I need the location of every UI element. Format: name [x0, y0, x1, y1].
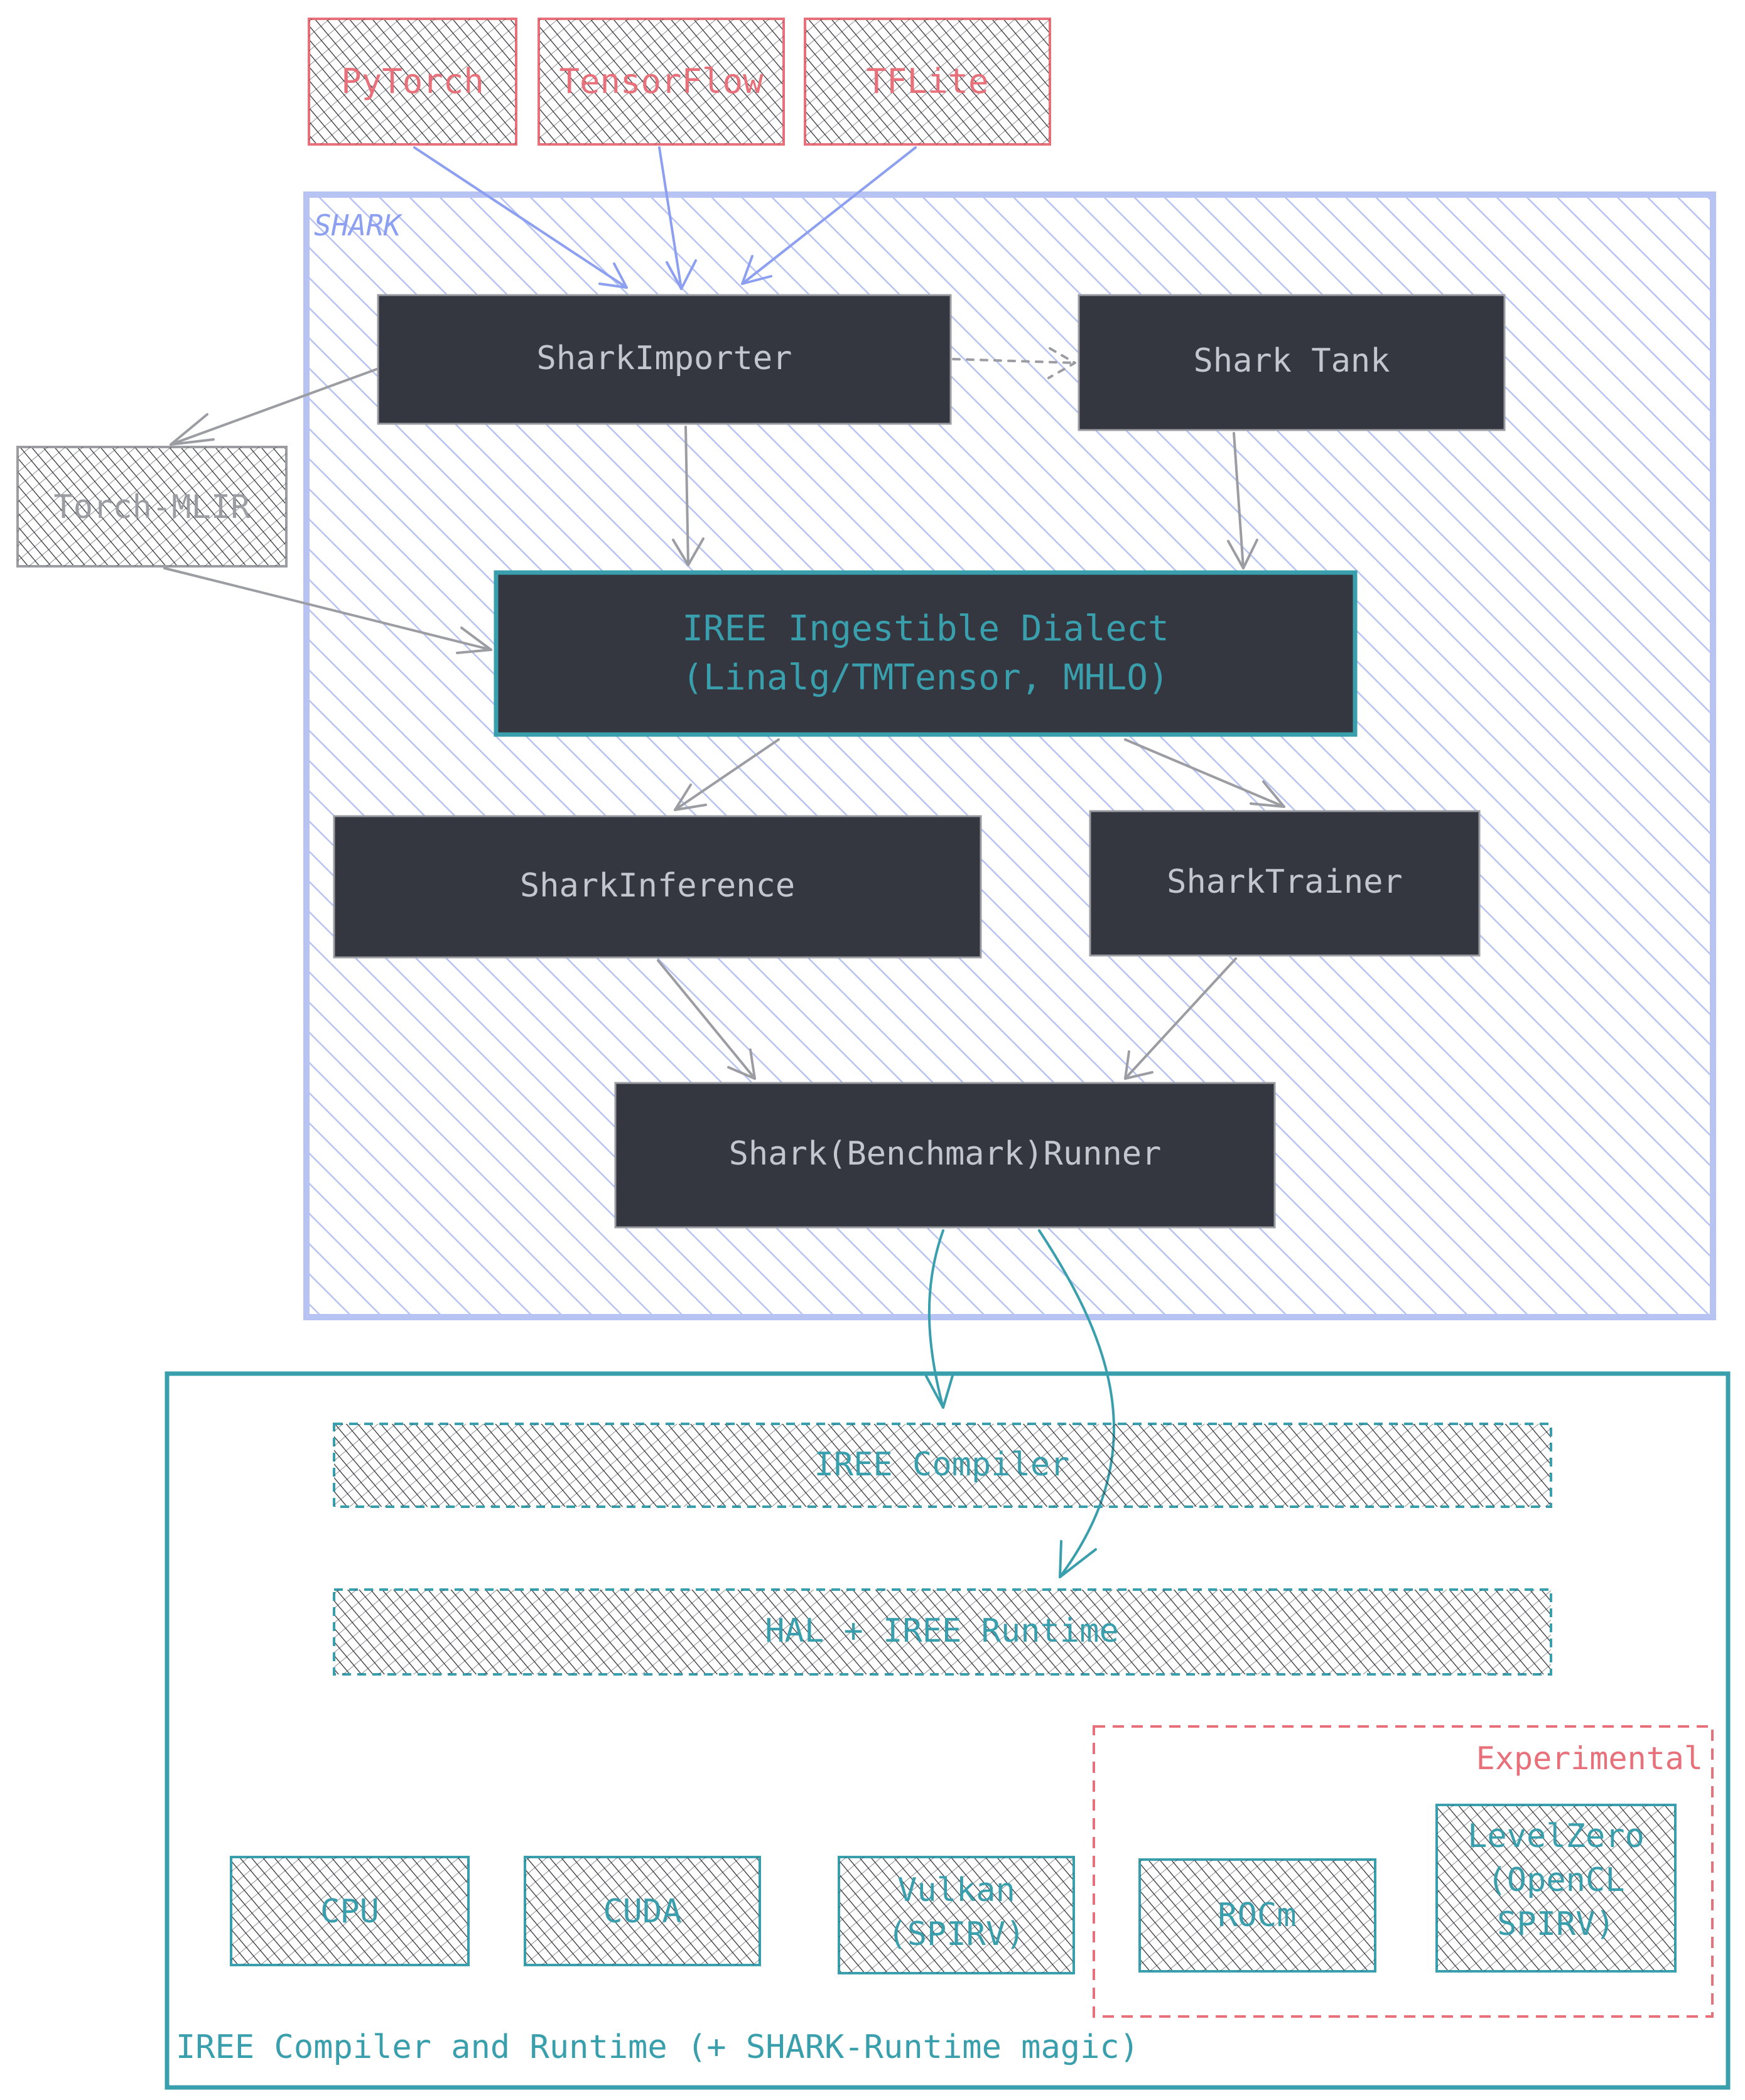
- iree-runtime-bar: HAL + IREE Runtime: [333, 1588, 1552, 1676]
- backend-rocm: ROCm: [1138, 1858, 1376, 1973]
- iree-runtime-label: HAL + IREE Runtime: [765, 1612, 1119, 1650]
- backend-vulkan: Vulkan (SPIRV): [838, 1856, 1075, 1974]
- shark-tank-label: Shark Tank: [1193, 342, 1390, 380]
- iree-dialect-line1: IREE Ingestible Dialect: [682, 608, 1169, 649]
- tflite-label: TFLite: [866, 62, 988, 101]
- shark-trainer-label: SharkTrainer: [1167, 863, 1403, 901]
- arrow-torch-mlir-to-dialect: [163, 567, 492, 651]
- experimental-group: Experimental: [1093, 1725, 1714, 2018]
- shark-importer-label: SharkImporter: [537, 340, 792, 377]
- arrow-pytorch-to-importer: [413, 146, 628, 289]
- backend-cpu-label: CPU: [320, 1893, 379, 1930]
- shark-runner-label: Shark(Benchmark)Runner: [729, 1135, 1162, 1173]
- torch-mlir-box: Torch-MLIR: [16, 446, 288, 568]
- pytorch-label: PyTorch: [341, 62, 484, 101]
- shark-importer-node: SharkImporter: [377, 294, 952, 425]
- tensorflow-label: TensorFlow: [559, 62, 764, 101]
- iree-compiler-bar: IREE Compiler: [333, 1423, 1552, 1508]
- arrow-runner-to-runtime: [1038, 1229, 1115, 1578]
- arrow-tank-to-dialect: [1233, 432, 1245, 569]
- tflite-box: TFLite: [804, 18, 1051, 146]
- arrow-tensorflow-to-importer: [658, 146, 683, 290]
- torch-mlir-label: Torch-MLIR: [53, 488, 251, 526]
- iree-container: IREE Compiler and Runtime (+ SHARK-Runti…: [165, 1371, 1731, 2090]
- iree-dialect-line2: (Linalg/TMTensor, MHLO): [682, 657, 1169, 698]
- arrow-importer-to-tank: [952, 358, 1076, 364]
- backend-levelzero-line3: SPIRV): [1497, 1905, 1615, 1943]
- backend-levelzero-line2: (OpenCL: [1487, 1861, 1624, 1899]
- shark-inference-node: SharkInference: [333, 815, 982, 959]
- backend-levelzero: LevelZero (OpenCL SPIRV): [1435, 1804, 1677, 1973]
- arrow-runner-to-compiler: [927, 1229, 944, 1409]
- experimental-label: Experimental: [1476, 1740, 1703, 1777]
- arrow-inference-to-runner: [657, 959, 756, 1080]
- iree-container-label: IREE Compiler and Runtime (+ SHARK-Runti…: [176, 2028, 1139, 2066]
- arrow-trainer-to-runner: [1124, 957, 1237, 1080]
- shark-label: SHARK: [314, 208, 403, 242]
- backend-cuda: CUDA: [524, 1856, 761, 1966]
- pytorch-box: PyTorch: [308, 18, 517, 146]
- iree-compiler-label: IREE Compiler: [814, 1446, 1070, 1483]
- shark-inference-label: SharkInference: [520, 867, 795, 905]
- backend-levelzero-line1: LevelZero: [1467, 1817, 1645, 1855]
- backend-vulkan-line2: (SPIRV): [887, 1915, 1025, 1953]
- tensorflow-box: TensorFlow: [538, 18, 785, 146]
- shark-trainer-node: SharkTrainer: [1089, 810, 1481, 957]
- arrow-importer-to-torch-mlir: [170, 368, 378, 446]
- arrow-tflite-to-importer: [741, 146, 917, 285]
- shark-tank-node: Shark Tank: [1078, 294, 1506, 431]
- backend-cuda-label: CUDA: [603, 1893, 681, 1930]
- arrow-dialect-to-trainer: [1124, 738, 1285, 808]
- backend-vulkan-line1: Vulkan: [897, 1871, 1015, 1909]
- arrow-dialect-to-inference: [674, 738, 780, 811]
- backend-rocm-label: ROCm: [1218, 1897, 1296, 1934]
- iree-dialect-node: IREE Ingestible Dialect (Linalg/TMTensor…: [494, 570, 1358, 737]
- backend-cpu: CPU: [230, 1856, 470, 1966]
- shark-runner-node: Shark(Benchmark)Runner: [614, 1082, 1276, 1229]
- arrows: [163, 146, 1285, 1578]
- arrow-importer-to-dialect: [684, 426, 689, 566]
